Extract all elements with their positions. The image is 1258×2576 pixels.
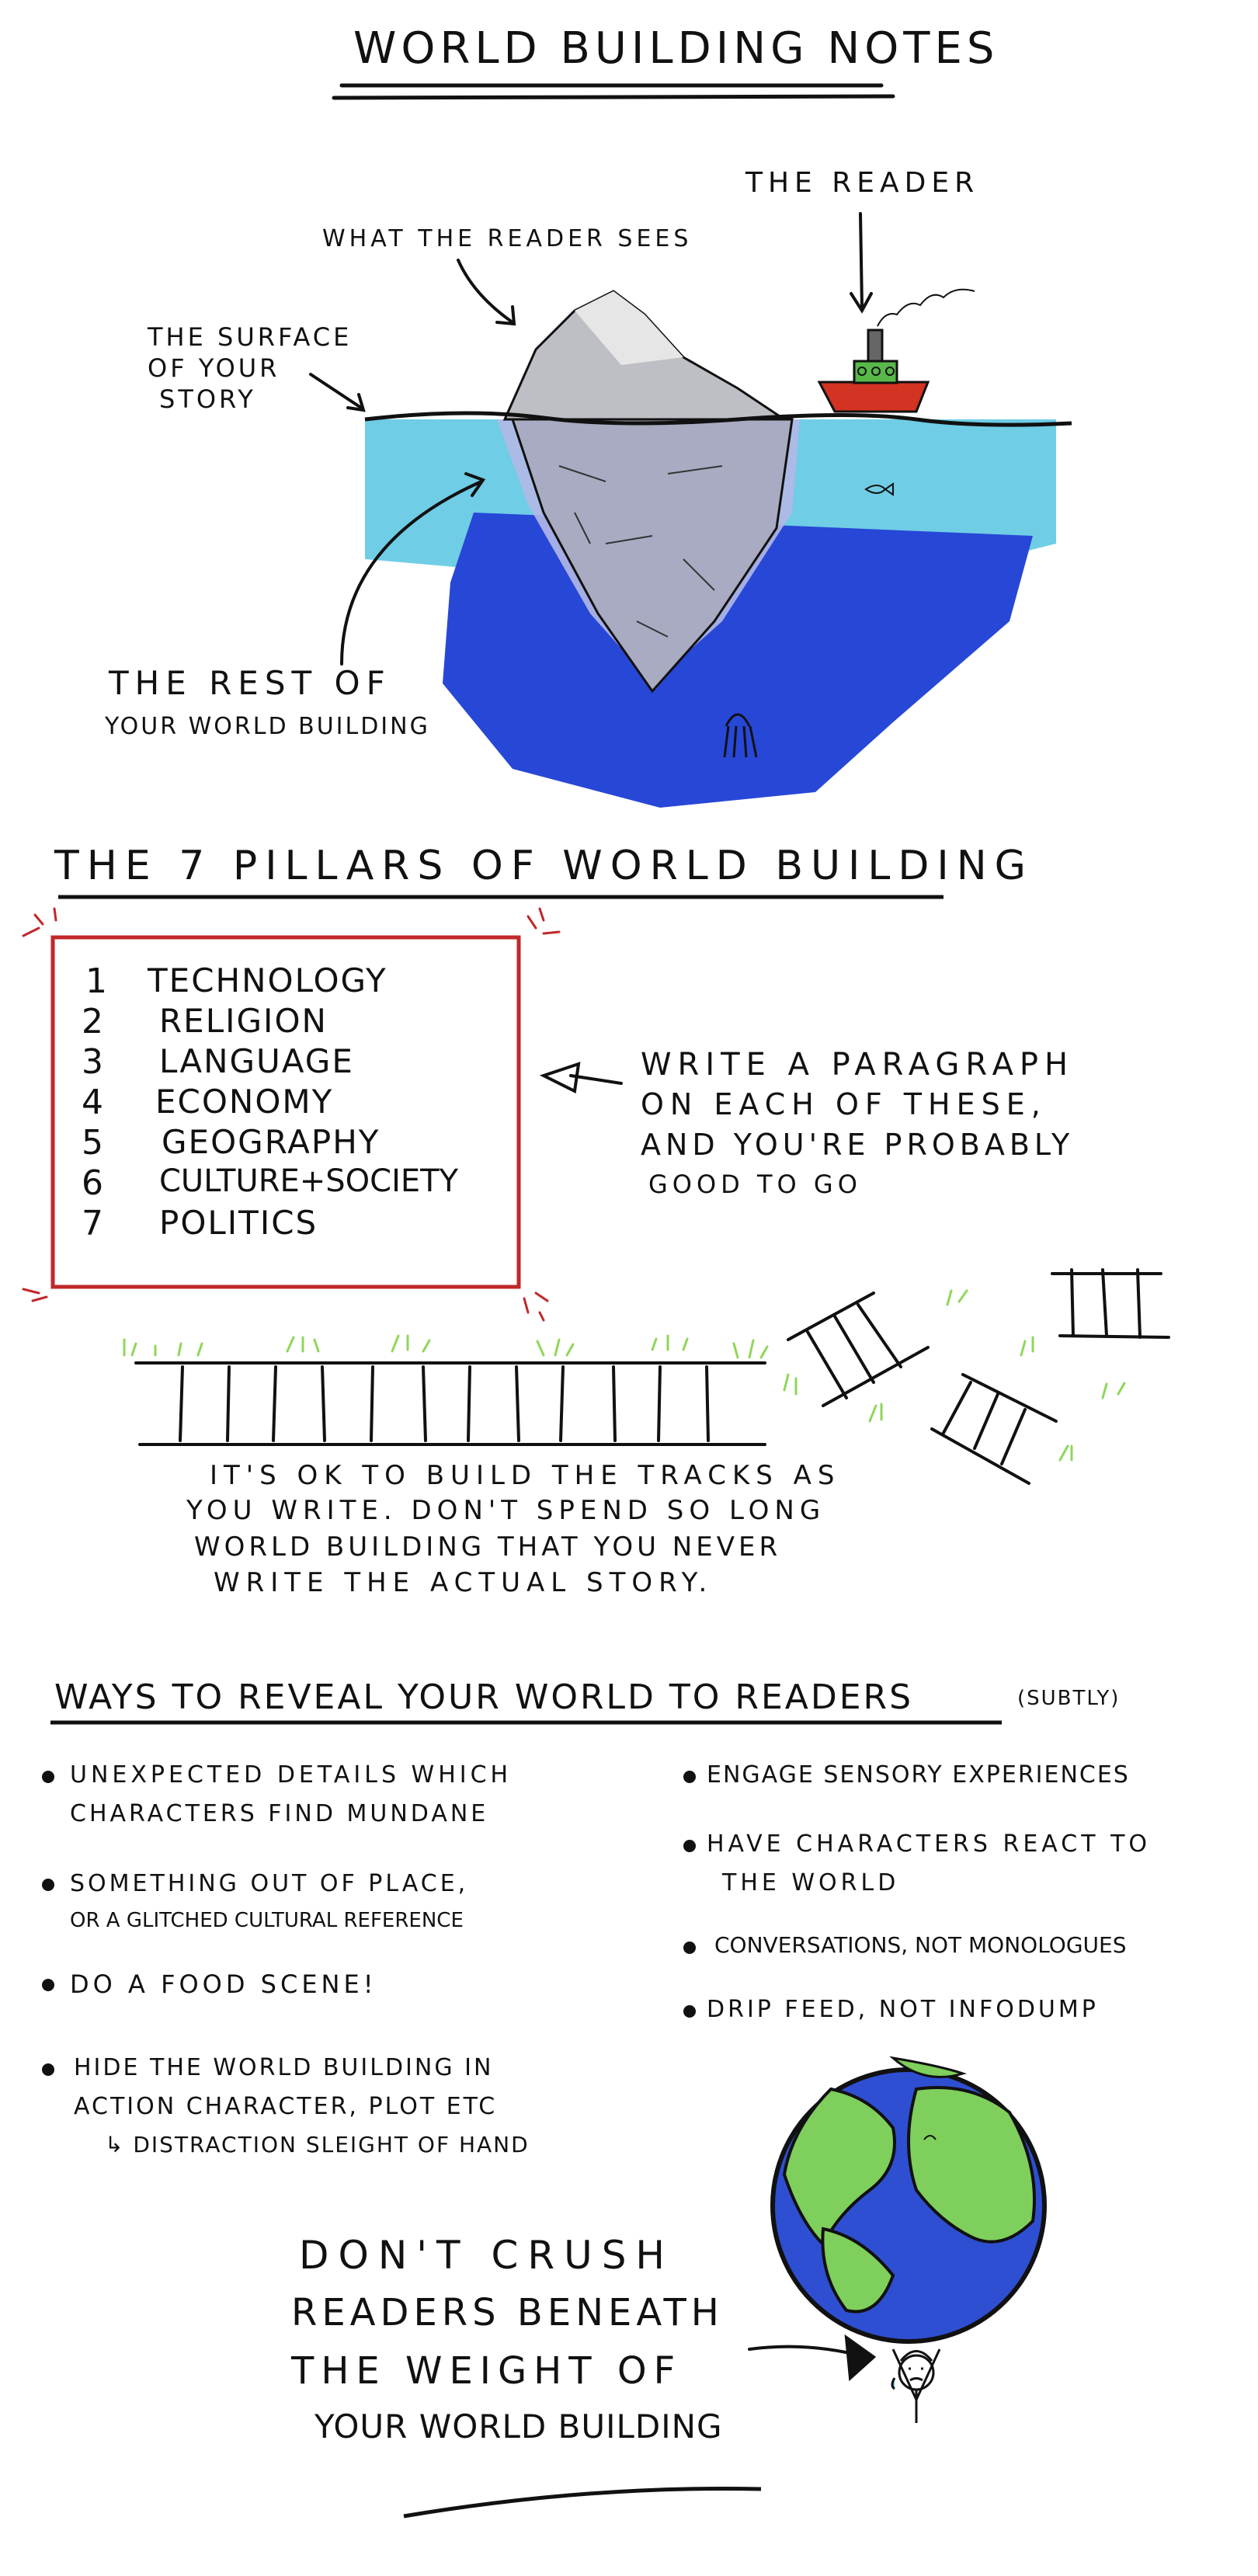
reveal-right-item: ENGAGE SENSORY EXPERIENCES xyxy=(707,1761,1130,1789)
pillar-label: GEOGRAPHY xyxy=(162,1123,381,1161)
pillar-num: 3 xyxy=(82,1042,110,1082)
reveal-left-item: OR A GLITCHED CULTURAL REFERENCE xyxy=(70,1909,464,1932)
reader-sees-label: WHAT THE READER SEES xyxy=(322,225,693,252)
closing-line-1: DON'T CRUSH xyxy=(299,2233,675,2278)
closing-line-4: YOUR WORLD BUILDING xyxy=(314,2407,723,2446)
reveal-heading: WAYS TO REVEAL YOUR WORLD TO READERS xyxy=(54,1677,914,1717)
pillar-label: POLITICS xyxy=(159,1204,318,1242)
reveal-right-item: DRIP FEED, NOT INFODUMP xyxy=(707,1996,1099,2023)
grass xyxy=(123,1289,1126,1462)
reveal-right-item: THE WORLD xyxy=(722,1869,900,1896)
pillars-box xyxy=(22,907,561,1322)
closing-line-2: READERS BENEATH xyxy=(291,2291,724,2334)
surface-label-3: STORY xyxy=(159,384,256,414)
pillars-heading: THE 7 PILLARS OF WORLD BUILDING xyxy=(54,843,1034,889)
pillar-label: ECONOMY xyxy=(155,1083,334,1121)
reveal-right-item: HAVE CHARACTERS REACT TO xyxy=(707,1830,1152,1858)
water-surface-line xyxy=(364,411,1072,427)
pillar-num: 5 xyxy=(82,1123,110,1163)
reveal-left-item: HIDE THE WORLD BUILDING IN xyxy=(74,2054,494,2081)
pillar-label: CULTURE+SOCIETY xyxy=(159,1163,459,1199)
tracks xyxy=(134,1268,1170,1485)
reveal-left-item: SOMETHING OUT OF PLACE, xyxy=(70,1870,469,1897)
person xyxy=(891,2348,941,2423)
title-underline xyxy=(332,83,895,100)
rest-label-1: THE REST OF xyxy=(109,664,391,702)
reveal-left-item: DO A FOOD SCENE! xyxy=(70,1969,377,1999)
pillars-note-3: AND YOU'RE PROBABLY xyxy=(641,1128,1075,1162)
pillar-label: RELIGION xyxy=(159,1002,328,1040)
boat xyxy=(817,288,975,413)
pillar-label: TECHNOLOGY xyxy=(148,961,387,999)
rest-label-2: YOUR WORLD BUILDING xyxy=(105,713,430,740)
squid xyxy=(723,713,758,758)
pillar-num: 6 xyxy=(82,1163,110,1203)
pillars-note-1: WRITE A PARAGRAPH xyxy=(641,1047,1075,1083)
bullets xyxy=(42,1771,696,2076)
tracks-note-4: WRITE THE ACTUAL STORY. xyxy=(214,1567,714,1598)
reveal-left-item: CHARACTERS FIND MUNDANE xyxy=(70,1800,489,1827)
pillar-num: 7 xyxy=(82,1204,110,1243)
reveal-left-item: ACTION CHARACTER, PLOT ETC xyxy=(74,2093,498,2120)
pillar-num: 4 xyxy=(82,1083,110,1122)
reveal-heading-note: (SUBTLY) xyxy=(1017,1687,1121,1710)
globe xyxy=(770,2056,1047,2344)
tracks-note-1: IT'S OK TO BUILD THE TRACKS AS xyxy=(210,1460,841,1491)
reveal-left-item: ↳ DISTRACTION SLEIGHT OF HAND xyxy=(105,2132,530,2157)
pillar-num: 2 xyxy=(82,1002,110,1041)
reveal-right-item: CONVERSATIONS, NOT MONOLOGUES xyxy=(714,1932,1127,1958)
iceberg-underwater xyxy=(510,418,794,694)
pillar-label: LANGUAGE xyxy=(159,1042,354,1080)
tracks-note-3: WORLD BUILDING THAT YOU NEVER xyxy=(194,1531,782,1563)
reveal-left-item: UNEXPECTED DETAILS WHICH xyxy=(70,1761,513,1789)
closing-line-3: THE WEIGHT OF xyxy=(291,2349,683,2393)
pillars-note-4: GOOD TO GO xyxy=(648,1170,862,1199)
surface-label-1: THE SURFACE xyxy=(148,322,353,352)
page-title: WORLD BUILDING NOTES xyxy=(353,23,999,74)
reader-label: THE READER xyxy=(745,167,980,199)
iceberg-scene xyxy=(309,212,1072,808)
closing-underline xyxy=(403,2486,762,2519)
pillar-num: 1 xyxy=(85,961,114,1001)
surface-label-2: OF YOUR xyxy=(148,353,280,383)
pillars-note-2: ON EACH OF THESE, xyxy=(641,1087,1047,1121)
tracks-note-2: YOU WRITE. DON'T SPEND SO LONG xyxy=(186,1495,826,1526)
